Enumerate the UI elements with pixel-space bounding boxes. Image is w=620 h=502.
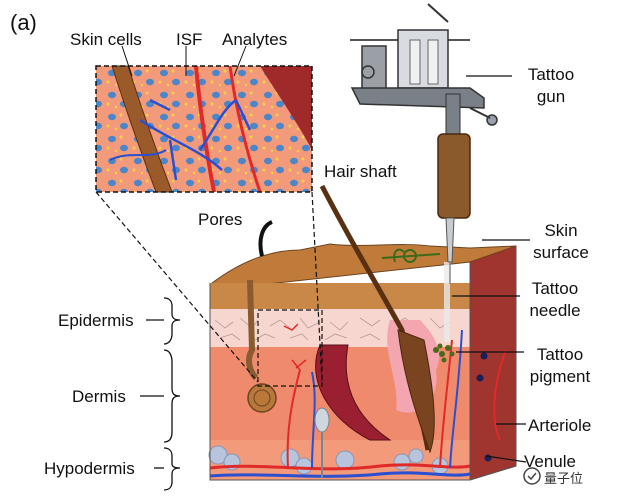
- watermark-text: 量子位: [544, 471, 584, 486]
- label-skin-surface: Skin surface: [528, 220, 594, 264]
- label-analytes: Analytes: [222, 30, 288, 49]
- label-tattoo-gun: Tattoo gun: [518, 64, 584, 108]
- zoom-lines: [95, 191, 323, 387]
- label-hair-shaft: Hair shaft: [324, 162, 397, 181]
- label-tattoo-pigment-line1: Tattoo: [536, 345, 584, 364]
- panel-label: (a): [10, 10, 37, 35]
- label-pores: Pores: [198, 210, 243, 229]
- label-isf: ISF: [176, 30, 203, 49]
- label-arteriole: Arteriole: [528, 416, 592, 435]
- label-tattoo-gun-line1: Tattoo: [527, 65, 575, 84]
- label-skin-surface-line1: Skin: [544, 221, 578, 240]
- label-tattoo-pigment: Tattoo pigment: [522, 344, 598, 388]
- label-hypodermis: Hypodermis: [44, 459, 135, 478]
- layer-braces: [140, 297, 181, 491]
- label-tattoo-needle: Tattoo needle: [520, 278, 590, 322]
- label-skin-surface-line2: surface: [533, 243, 589, 262]
- inset-zoom: [95, 65, 313, 193]
- label-skin-cells: Skin cells: [70, 30, 142, 49]
- label-tattoo-needle-line1: Tattoo: [531, 279, 579, 298]
- label-dermis: Dermis: [72, 387, 126, 406]
- label-tattoo-pigment-line2: pigment: [529, 367, 591, 386]
- label-epidermis: Epidermis: [58, 311, 134, 330]
- label-tattoo-needle-line2: needle: [529, 301, 581, 320]
- leader-lines: [452, 75, 530, 463]
- watermark-logo-icon: [523, 467, 541, 485]
- skin-block: [208, 184, 517, 481]
- label-tattoo-gun-line2: gun: [536, 87, 566, 106]
- label-venule: Venule: [524, 452, 576, 471]
- tattoo-gun: [350, 3, 498, 284]
- pore-marker: [258, 220, 273, 257]
